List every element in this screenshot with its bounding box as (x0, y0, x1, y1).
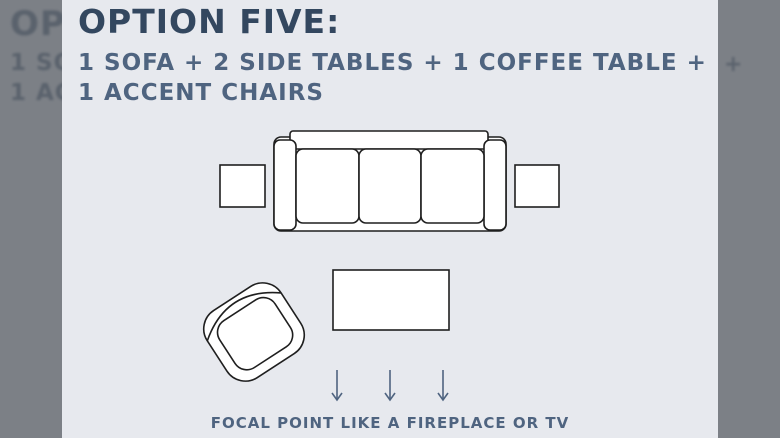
sofa-cushion-middle (358, 148, 422, 224)
focal-arrows (331, 370, 449, 402)
focal-point-label: FOCAL POINT LIKE A FIREPLACE OR TV (210, 414, 570, 432)
arrow-right (437, 370, 449, 402)
subtitle-line-2: 1 ACCENT CHAIRS (78, 80, 324, 106)
backdrop-title-fragment: OP (10, 4, 66, 44)
coffee-table (332, 269, 450, 331)
sofa-cushion-left (295, 148, 360, 224)
subtitle-line-1: 1 SOFA + 2 SIDE TABLES + 1 COFFEE TABLE … (78, 50, 707, 76)
sofa-right-arm (483, 139, 507, 231)
option-title: OPTION FIVE: (78, 2, 341, 41)
backdrop-plus: + (724, 52, 743, 77)
side-table-left (219, 164, 266, 208)
option-subtitle: 1 SOFA + 2 SIDE TABLES + 1 COFFEE TABLE … (78, 48, 707, 108)
arrow-middle (384, 370, 396, 402)
floor-plan-diagram (202, 130, 560, 402)
sofa (273, 130, 507, 232)
backdrop-line2-fragment: 1 AC (10, 80, 73, 106)
sofa-back (289, 130, 489, 150)
accent-chair (202, 282, 306, 382)
side-table-right (514, 164, 560, 208)
arrow-left (331, 370, 343, 402)
layout-card: OPTION FIVE: 1 SOFA + 2 SIDE TABLES + 1 … (62, 0, 718, 438)
sofa-cushion-right (420, 148, 485, 224)
sofa-left-arm (273, 139, 297, 231)
